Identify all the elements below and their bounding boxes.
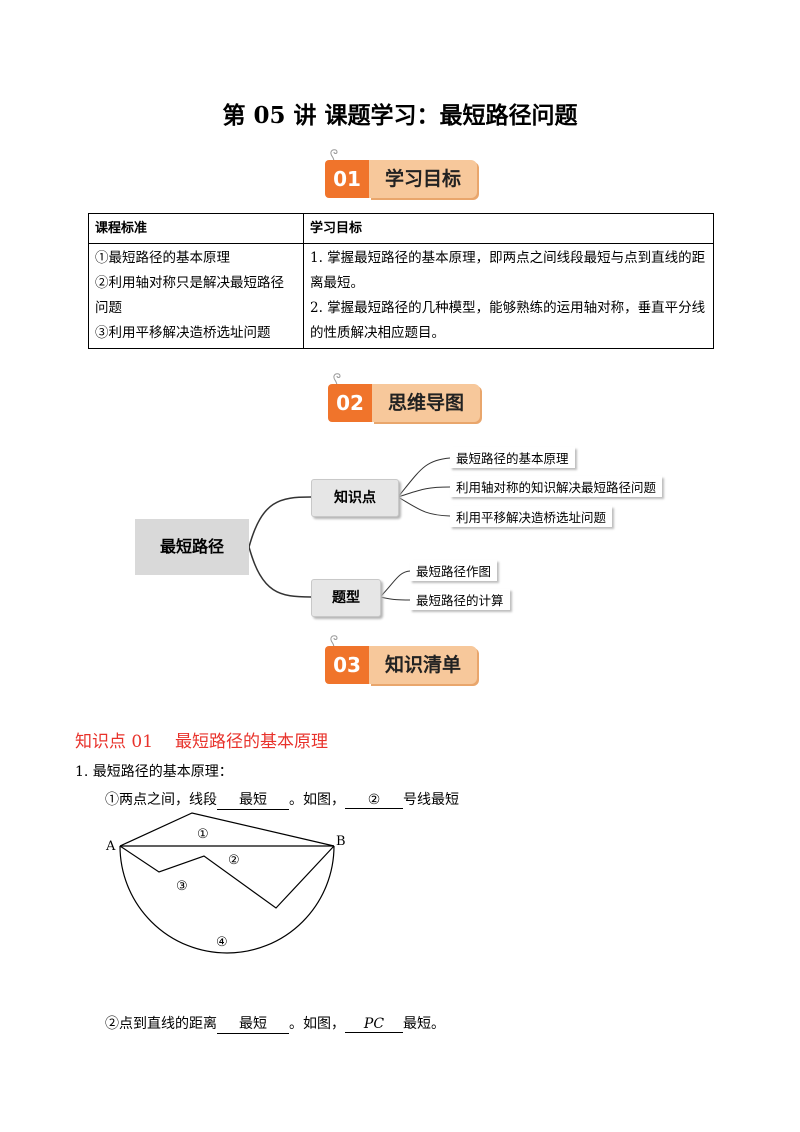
table-header: 课程标准 (88, 213, 304, 244)
pin-icon (330, 635, 338, 648)
mindmap-leaf: 最短路径作图 (410, 560, 498, 581)
fill-blank: 最短 (217, 1013, 289, 1034)
path-label: ① (197, 827, 209, 842)
path-label: ④ (216, 935, 228, 950)
fill-blank: PC (345, 1016, 403, 1033)
table-cell: 1. 掌握最短路径的基本原理，即两点之间线段最短与点到直线的距离最短。 2. 掌… (303, 243, 714, 349)
shortest-path-figure: A B ① ② ③ ④ (105, 812, 346, 954)
pin-icon (330, 149, 338, 162)
standard-item: ②利用轴对称只是解决最短路径问题 (95, 275, 284, 316)
text: 。如图， (289, 792, 345, 808)
badge-number: 01 (325, 160, 369, 198)
text: 号线最短 (403, 792, 459, 808)
path-3-polyline (119, 845, 335, 909)
knowledge-point-number: 知识点 01 (75, 732, 154, 752)
objectives-table: 课程标准 学习目标 ①最短路径的基本原理 ②利用轴对称只是解决最短路径问题 ③利… (88, 213, 714, 349)
badge-label: 思维导图 (372, 384, 480, 422)
fill-blank: ② (345, 792, 403, 809)
text: ①两点之间，线段 (105, 792, 217, 808)
path-1-polyline (119, 812, 335, 847)
text: 。如图， (289, 1016, 345, 1032)
knowledge-point-title: 最短路径的基本原理 (175, 732, 329, 752)
mindmap-leaf: 最短路径的基本原理 (450, 447, 575, 468)
mindmap-branch-question-types: 题型 (311, 579, 381, 617)
mindmap-leaf: 最短路径的计算 (410, 589, 510, 610)
badge-label: 知识清单 (369, 646, 477, 684)
table-cell: ①最短路径的基本原理 ②利用轴对称只是解决最短路径问题 ③利用平移解决造桥选址问… (88, 243, 304, 349)
mindmap-branch-knowledge: 知识点 (311, 479, 399, 517)
path-4-arc (119, 845, 335, 954)
page-title: 第 05 讲 课题学习：最短路径问题 (222, 102, 578, 129)
path-label: ③ (176, 879, 188, 894)
badge-label: 学习目标 (369, 160, 477, 198)
mindmap-leaf: 利用轴对称的知识解决最短路径问题 (450, 476, 663, 497)
path-label: ② (228, 853, 240, 868)
badge-number: 03 (325, 646, 369, 684)
principle-intro: 1. 最短路径的基本原理： (75, 764, 233, 780)
text: ②点到直线的距离 (105, 1016, 217, 1032)
mindmap-root: 最短路径 (135, 519, 249, 575)
objective-item: 1. 掌握最短路径的基本原理，即两点之间线段最短与点到直线的距离最短。 (310, 250, 706, 291)
pin-icon (333, 373, 341, 386)
text: 最短。 (403, 1016, 445, 1032)
knowledge-point-heading: 知识点 01 最短路径的基本原理 (75, 727, 350, 752)
mindmap-leaf: 利用平移解决造桥选址问题 (450, 506, 613, 527)
standard-item: ①最短路径的基本原理 (95, 250, 230, 266)
standard-item: ③利用平移解决造桥选址问题 (95, 325, 271, 341)
objective-item: 2. 掌握最短路径的几种模型，能够熟练的运用轴对称，垂直平分线的性质解决相应题目… (310, 300, 706, 341)
point-b-label: B (336, 834, 346, 849)
point-a-label: A (105, 839, 116, 854)
fill-blank: 最短 (217, 789, 289, 810)
badge-number: 02 (328, 384, 372, 422)
